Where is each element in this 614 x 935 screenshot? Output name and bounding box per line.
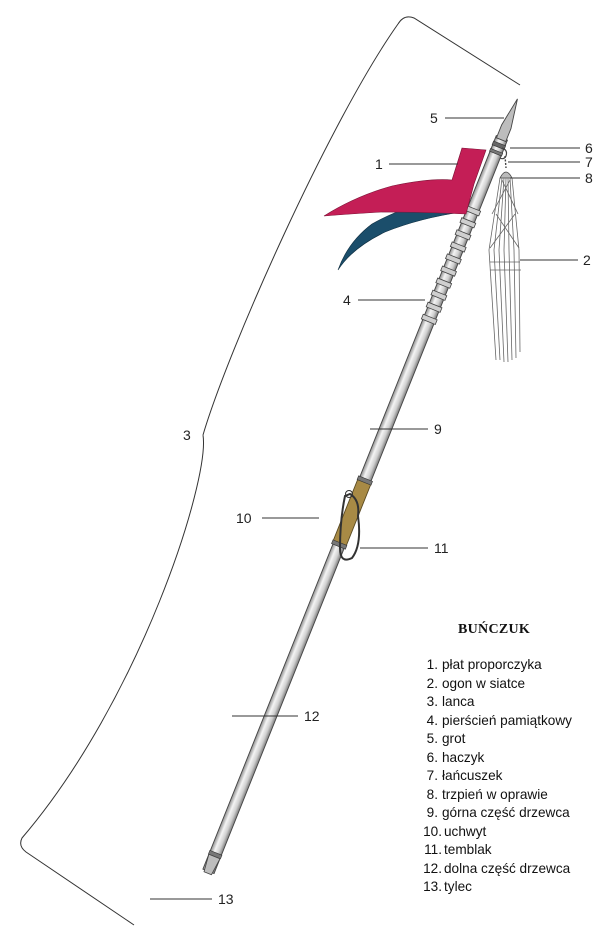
callout-9: 9 xyxy=(434,421,442,437)
callout-4: 4 xyxy=(343,292,351,308)
legend-item: 9.górna część drzewca xyxy=(426,805,570,820)
pin-mount xyxy=(499,171,513,179)
callout-11: 11 xyxy=(434,540,449,556)
pennant xyxy=(323,147,487,271)
legend-item: 7.łańcuszek xyxy=(426,768,503,783)
callout-6: 6 xyxy=(585,140,593,156)
legend-item: 1.płat proporczyka xyxy=(426,657,542,672)
lance-shaft xyxy=(202,98,518,876)
callout-5: 5 xyxy=(430,110,438,126)
spearhead xyxy=(495,98,518,143)
legend-item: 5.grot xyxy=(426,731,466,746)
legend-title: BUŃCZUK xyxy=(458,622,531,637)
callout-2: 2 xyxy=(583,252,591,268)
callout-1: 1 xyxy=(375,156,383,172)
callout-3: 3 xyxy=(183,427,191,443)
callout-12: 12 xyxy=(304,708,320,724)
legend-item: 8.trzpień w oprawie xyxy=(426,786,548,802)
legend-item: 12.dolna część drzewca xyxy=(423,860,571,876)
hook xyxy=(499,147,508,160)
legend-item: 11.temblak xyxy=(424,842,492,857)
callout-10: 10 xyxy=(236,510,252,526)
tail-in-mesh xyxy=(488,177,521,363)
legend-item: 2.ogon w siatce xyxy=(426,675,526,691)
legend-item: 10.uchwyt xyxy=(423,823,487,839)
legend-item: 6.haczyk xyxy=(426,749,485,765)
sling xyxy=(338,492,361,561)
legend-list: 1.płat proporczyka 2.ogon w siatce 3.lan… xyxy=(420,656,610,897)
memorial-rings xyxy=(420,205,482,325)
callout-8: 8 xyxy=(585,170,593,186)
legend-item: 13.tylec xyxy=(423,879,472,894)
callout-7: 7 xyxy=(585,154,593,170)
lance-bracket xyxy=(20,16,521,926)
legend-item: 3.lanca xyxy=(426,694,475,709)
chain xyxy=(504,155,507,169)
legend-item: 4.pierścień pamiątkowy xyxy=(426,712,572,728)
leader-lines xyxy=(150,117,580,900)
pennant-upper-band xyxy=(323,147,487,217)
callout-13: 13 xyxy=(218,891,234,907)
grip xyxy=(332,478,372,547)
legend: BUŃCZUK 1.płat proporczyka 2.ogon w siat… xyxy=(420,622,610,897)
